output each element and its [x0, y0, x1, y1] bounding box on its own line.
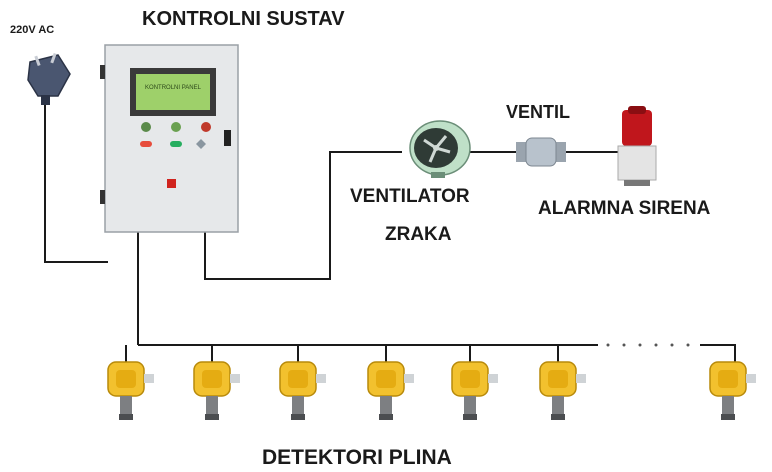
fan-icon — [409, 120, 471, 178]
gas-detector-icon — [193, 361, 240, 420]
gas-detector-icon — [107, 361, 154, 420]
gas-detector-icon — [279, 361, 326, 420]
detectors-label: DETEKTORI PLINA — [262, 446, 452, 469]
bus-dots — [606, 343, 690, 347]
gas-detector-icon — [367, 361, 414, 420]
siren-label: ALARMNA SIRENA — [538, 198, 711, 219]
control-system-label: KONTROLNI SUSTAV — [142, 8, 345, 30]
panel-screen-text: KONTROLNI PANEL — [145, 85, 202, 91]
valve-icon — [516, 137, 566, 167]
control-cabinet-icon — [100, 44, 239, 233]
power-wire — [44, 100, 108, 263]
fan-label-line1: VENTILATOR — [350, 186, 470, 207]
fan-label-line2: ZRAKA — [385, 224, 452, 245]
gas-detector-icon — [709, 361, 756, 420]
detector-bus-end — [700, 344, 736, 362]
wiring — [44, 100, 736, 362]
power-plug-icon — [27, 52, 71, 105]
gas-detector-icon — [451, 361, 498, 420]
fan-wire — [204, 151, 402, 280]
valve-label: VENTIL — [506, 102, 571, 122]
power-label: 220V AC — [10, 24, 55, 36]
key-lock-icon — [224, 130, 231, 146]
panel-screen — [136, 74, 210, 110]
gas-detector-icon — [539, 361, 586, 420]
alarm-indicator — [167, 179, 176, 188]
siren-icon — [617, 106, 657, 186]
